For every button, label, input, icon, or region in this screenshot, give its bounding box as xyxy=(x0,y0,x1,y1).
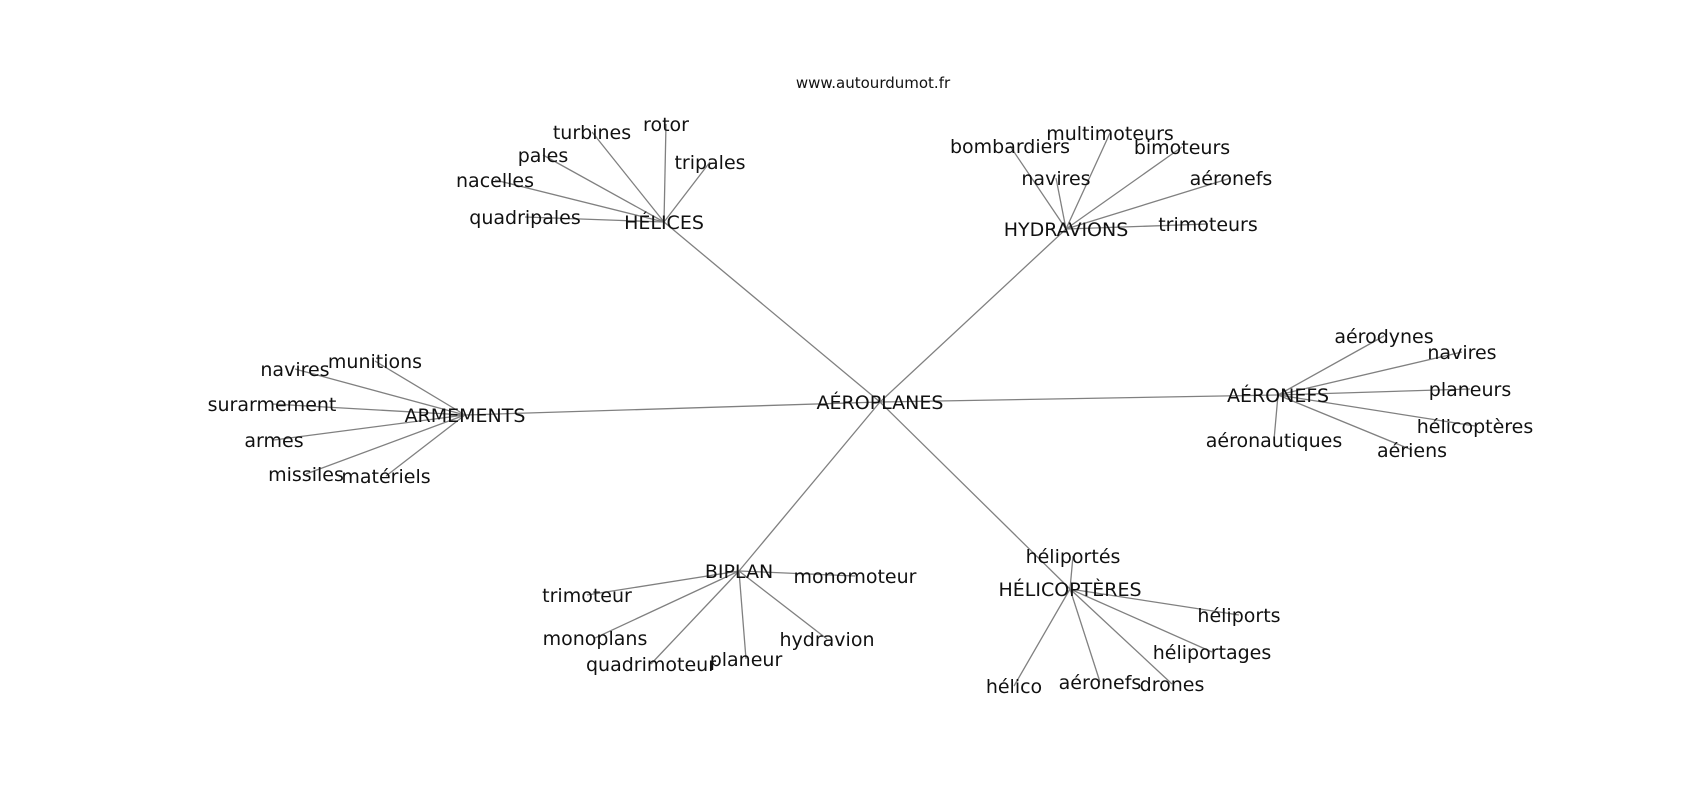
leaf-node[interactable]: nacelles xyxy=(456,170,534,192)
hub-node[interactable]: BIPLAN xyxy=(705,561,773,583)
leaf-node[interactable]: hélico xyxy=(986,676,1042,698)
edge-hub-to-leaf xyxy=(738,570,856,577)
leaf-node[interactable]: bombardiers xyxy=(950,136,1070,158)
leaf-node[interactable]: navires xyxy=(1427,342,1496,364)
leaf-node[interactable]: trimoteurs xyxy=(1158,214,1258,236)
hub-node[interactable]: AÉRONEFS xyxy=(1227,384,1329,407)
labels-layer: AÉROPLANES HÉLICES turbines rotor pales tripa… xyxy=(208,114,1534,698)
hub-node[interactable]: HYDRAVIONS xyxy=(1004,219,1129,241)
leaf-node[interactable]: navires xyxy=(260,359,329,381)
edge-hub-to-leaf xyxy=(1065,146,1183,230)
leaf-node[interactable]: aéronautiques xyxy=(1206,430,1343,452)
edge-hub-to-leaf xyxy=(586,570,740,596)
edge-center-to-hub xyxy=(464,401,881,416)
leaf-node[interactable]: missiles xyxy=(268,464,344,486)
leaf-node[interactable]: planeurs xyxy=(1429,379,1511,401)
leaf-node[interactable]: planeur xyxy=(710,649,783,671)
leaf-node[interactable]: monomoteur xyxy=(794,566,917,588)
edge-hub-to-leaf xyxy=(1065,223,1209,230)
edge-hub-to-leaf xyxy=(1065,177,1232,230)
leaf-node[interactable]: quadrimoteur xyxy=(586,654,716,676)
leaf-node[interactable]: héliportages xyxy=(1153,642,1272,664)
edge-hub-to-leaf xyxy=(1069,588,1240,616)
leaf-node[interactable]: matériels xyxy=(341,466,430,488)
edge-hub-to-leaf xyxy=(1009,145,1067,230)
edge-hub-to-leaf xyxy=(738,570,828,640)
edge-hub-to-leaf xyxy=(663,123,667,223)
leaf-node[interactable]: quadripales xyxy=(469,207,580,229)
edge-center-to-hub xyxy=(879,228,1067,403)
edge-hub-to-leaf xyxy=(271,403,466,416)
edge-hub-to-leaf xyxy=(738,570,747,660)
edge-hub-to-leaf xyxy=(1277,394,1413,451)
leaf-node[interactable]: monoplans xyxy=(543,628,648,650)
edge-hub-to-leaf xyxy=(1069,588,1173,685)
leaf-node[interactable]: tripales xyxy=(674,152,745,174)
edge-center-to-hub xyxy=(663,221,881,403)
edge-hub-to-leaf xyxy=(1069,588,1101,683)
edge-hub-to-leaf xyxy=(1277,388,1471,396)
edge-center-to-hub xyxy=(738,401,881,572)
leaf-node[interactable]: multimoteurs xyxy=(1046,123,1174,145)
leaf-node[interactable]: héliportés xyxy=(1026,546,1121,568)
site-watermark: www.autourdumot.fr xyxy=(796,74,951,92)
leaf-node[interactable]: hydravion xyxy=(780,629,875,651)
leaf-node[interactable]: héliports xyxy=(1197,605,1280,627)
leaf-node[interactable]: bimoteurs xyxy=(1134,137,1230,159)
hub-node[interactable]: HÉLICES xyxy=(624,211,704,234)
edge-hub-to-leaf xyxy=(294,368,466,416)
edge-hub-to-leaf xyxy=(305,414,466,475)
leaf-node[interactable]: armes xyxy=(244,430,303,452)
leaf-node[interactable]: rotor xyxy=(643,114,689,136)
edge-hub-to-leaf xyxy=(524,216,665,223)
leaf-node[interactable]: aérodynes xyxy=(1334,326,1433,348)
edge-hub-to-leaf xyxy=(1277,394,1476,427)
leaf-node[interactable]: aéronefs xyxy=(1059,672,1142,694)
edge-hub-to-leaf xyxy=(1065,132,1111,230)
hub-node[interactable]: ARMEMENTS xyxy=(405,405,526,427)
edge-center-to-hub xyxy=(879,394,1279,403)
edge-hub-to-leaf xyxy=(1069,555,1074,590)
edge-center-to-hub xyxy=(879,401,1071,590)
edge-hub-to-leaf xyxy=(374,360,466,416)
leaf-node[interactable]: munitions xyxy=(328,351,422,373)
edge-hub-to-leaf xyxy=(385,414,466,477)
edge-hub-to-leaf xyxy=(1277,351,1463,396)
leaf-node[interactable]: turbines xyxy=(553,122,631,144)
edge-hub-to-leaf xyxy=(273,414,466,441)
edge-hub-to-leaf xyxy=(591,131,665,223)
edge-hub-to-leaf xyxy=(1069,588,1213,653)
hub-node[interactable]: HÉLICOPTÈRES xyxy=(998,578,1141,601)
center-node[interactable]: AÉROPLANES xyxy=(817,391,944,414)
leaf-node[interactable]: navires xyxy=(1021,168,1090,190)
edge-hub-to-leaf xyxy=(1055,177,1067,230)
edge-hub-to-leaf xyxy=(663,161,711,223)
leaf-node[interactable]: surarmement xyxy=(208,394,337,416)
edge-hub-to-leaf xyxy=(1273,394,1279,441)
edge-hub-to-leaf xyxy=(494,179,665,223)
edge-hub-to-leaf xyxy=(650,570,740,665)
edge-hub-to-leaf xyxy=(542,154,665,223)
edge-hub-to-leaf xyxy=(1277,335,1385,396)
leaf-node[interactable]: aéronefs xyxy=(1190,168,1273,190)
leaf-node[interactable]: trimoteur xyxy=(542,585,632,607)
leaf-node[interactable]: hélicoptères xyxy=(1417,416,1534,438)
leaf-node[interactable]: pales xyxy=(518,145,569,167)
leaf-node[interactable]: drones xyxy=(1140,674,1205,696)
edge-hub-to-leaf xyxy=(1013,588,1071,687)
edges-layer xyxy=(271,123,1476,687)
leaf-node[interactable]: aériens xyxy=(1377,440,1447,462)
edge-hub-to-leaf xyxy=(594,570,740,639)
